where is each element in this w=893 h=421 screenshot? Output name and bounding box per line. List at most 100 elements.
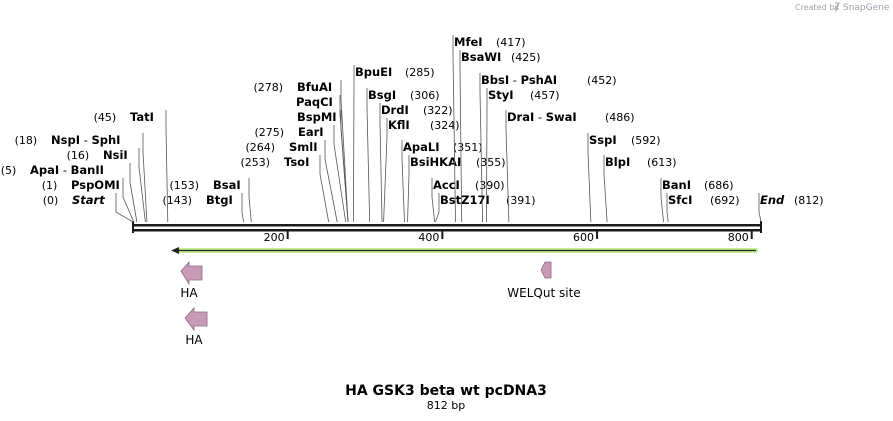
site-paqci[interactable]: PaqCI bbox=[296, 95, 349, 223]
site-kfli[interactable]: KflI (324) bbox=[383, 118, 460, 223]
site-leader bbox=[383, 118, 388, 223]
site-position: (613) bbox=[647, 156, 677, 169]
backbone bbox=[132, 221, 762, 233]
site-position: (592) bbox=[631, 134, 661, 147]
site-sfci[interactable]: SfcI(692) bbox=[666, 193, 740, 223]
site-position: (686) bbox=[704, 179, 734, 192]
site-leader bbox=[505, 110, 510, 223]
site-bsgi[interactable]: BsgI(306) bbox=[366, 88, 440, 223]
site-tati[interactable]: TatI (45) bbox=[94, 110, 169, 223]
site-leader bbox=[459, 50, 463, 223]
site-bsihkai[interactable]: BsiHKAI(355) bbox=[407, 155, 506, 223]
snapgene-brand: SnapGene bbox=[843, 3, 890, 13]
site-apali[interactable]: ApaLI(351) bbox=[401, 140, 483, 223]
site-bbsi-pshai[interactable]: BbsI - PshAI(452) bbox=[479, 73, 617, 223]
map-title: HA GSK3 beta wt pcDNA3 bbox=[345, 383, 547, 399]
site-position: (324) bbox=[430, 119, 460, 132]
site-name: ApaLI bbox=[403, 140, 440, 154]
ruler-tick-label: 600 bbox=[573, 231, 594, 244]
site-position: (45) bbox=[94, 111, 117, 124]
site-drai-swai[interactable]: DraI - SwaI(486) bbox=[505, 110, 635, 223]
feature-welqut-site[interactable]: WELQut site bbox=[507, 261, 581, 300]
site-mfei[interactable]: MfeI(417) bbox=[452, 35, 526, 223]
site-position: (16) bbox=[67, 149, 90, 162]
map-length: 812 bp bbox=[427, 399, 465, 412]
site-bsawi[interactable]: BsaWI (425) bbox=[459, 50, 541, 223]
site-smli[interactable]: SmlI (264) bbox=[246, 140, 338, 223]
site-leader bbox=[366, 88, 371, 223]
site-position: (812) bbox=[794, 194, 824, 207]
site-name: SmlI bbox=[289, 140, 318, 154]
site-position: (1) bbox=[42, 179, 58, 192]
site-blpi[interactable]: BlpI (613) bbox=[603, 155, 677, 223]
site-position: (457) bbox=[530, 89, 560, 102]
site-leader bbox=[339, 95, 349, 223]
site-position: (253) bbox=[241, 156, 271, 169]
site-position: (391) bbox=[506, 194, 536, 207]
site-start[interactable]: Start (0) bbox=[43, 193, 134, 223]
site-styi[interactable]: StyI (457) bbox=[486, 88, 560, 223]
site-name: KflI bbox=[388, 118, 410, 132]
feature-ha-1[interactable]: HA bbox=[180, 260, 203, 300]
site-drdi[interactable]: DrdI(322) bbox=[379, 103, 453, 223]
site-name: DrdI bbox=[381, 103, 409, 117]
site-name: BfuAI bbox=[297, 80, 332, 94]
site-leader bbox=[587, 133, 592, 223]
feature-label-welqut: WELQut site bbox=[507, 286, 580, 300]
site-leader bbox=[758, 193, 762, 223]
site-pspomi[interactable]: PspOMI (1) bbox=[42, 178, 135, 223]
site-leader bbox=[319, 155, 330, 223]
site-position: (5) bbox=[1, 164, 17, 177]
site-bpuei[interactable]: BpuEI (285) bbox=[353, 65, 435, 223]
site-position: (355) bbox=[476, 156, 506, 169]
site-sspi[interactable]: SspI (592) bbox=[587, 133, 661, 223]
site-position: (264) bbox=[246, 141, 276, 154]
site-leader bbox=[248, 178, 252, 223]
site-tsoi[interactable]: TsoI(253) bbox=[241, 155, 330, 223]
site-name: NspI - SphI bbox=[51, 133, 120, 147]
site-name: AccI bbox=[433, 178, 460, 192]
site-name: SspI bbox=[589, 133, 617, 147]
site-position: (0) bbox=[43, 194, 59, 207]
site-nsii[interactable]: NsiI(16) bbox=[67, 148, 146, 223]
site-name: BlpI bbox=[605, 155, 630, 169]
site-name: PspOMI bbox=[71, 178, 120, 192]
feature-label-ha-2: HA bbox=[185, 333, 203, 347]
site-bfuai[interactable]: BfuAI(278) bbox=[254, 80, 349, 223]
site-bsai[interactable]: BsaI(153) bbox=[170, 178, 252, 223]
site-position: (285) bbox=[405, 66, 435, 79]
site-leader bbox=[401, 140, 405, 223]
site-name: End bbox=[760, 193, 785, 207]
site-name: TatI bbox=[130, 110, 154, 124]
site-leader bbox=[603, 155, 608, 223]
site-name: Start bbox=[72, 193, 105, 207]
site-name: MfeI bbox=[454, 35, 483, 49]
site-leader bbox=[340, 80, 349, 223]
site-name: BpuEI bbox=[355, 65, 392, 79]
site-bani[interactable]: BanI(686) bbox=[660, 178, 734, 223]
site-name: BtgI bbox=[206, 193, 233, 207]
site-position: (452) bbox=[587, 74, 617, 87]
site-position: (425) bbox=[511, 51, 541, 64]
site-leader bbox=[660, 178, 664, 223]
site-leader bbox=[435, 193, 440, 223]
site-leader bbox=[666, 193, 669, 223]
site-name: EarI bbox=[298, 125, 324, 139]
site-leader bbox=[138, 148, 146, 223]
site-name: StyI bbox=[488, 88, 514, 102]
ruler-tick-label: 200 bbox=[264, 231, 285, 244]
site-nspi-sphi[interactable]: NspI - SphI(18) bbox=[15, 133, 148, 223]
site-eari[interactable]: EarI (275) bbox=[255, 125, 347, 223]
site-btgi[interactable]: BtgI (143) bbox=[163, 193, 244, 223]
site-bstz17i[interactable]: BstZ17I(391) bbox=[435, 193, 536, 223]
feature-ha-2[interactable]: HA bbox=[184, 306, 208, 347]
site-position: (275) bbox=[255, 126, 285, 139]
site-position: (486) bbox=[605, 111, 635, 124]
site-apai-banii[interactable]: ApaI - BanII(5) bbox=[1, 163, 138, 223]
site-name: BsaI bbox=[213, 178, 241, 192]
site-acci[interactable]: AccI(390) bbox=[431, 178, 505, 223]
site-name: BsaWI bbox=[461, 50, 501, 64]
site-position: (143) bbox=[163, 194, 193, 207]
site-end[interactable]: End (812) bbox=[758, 193, 824, 223]
ruler-tick-label: 400 bbox=[418, 231, 439, 244]
